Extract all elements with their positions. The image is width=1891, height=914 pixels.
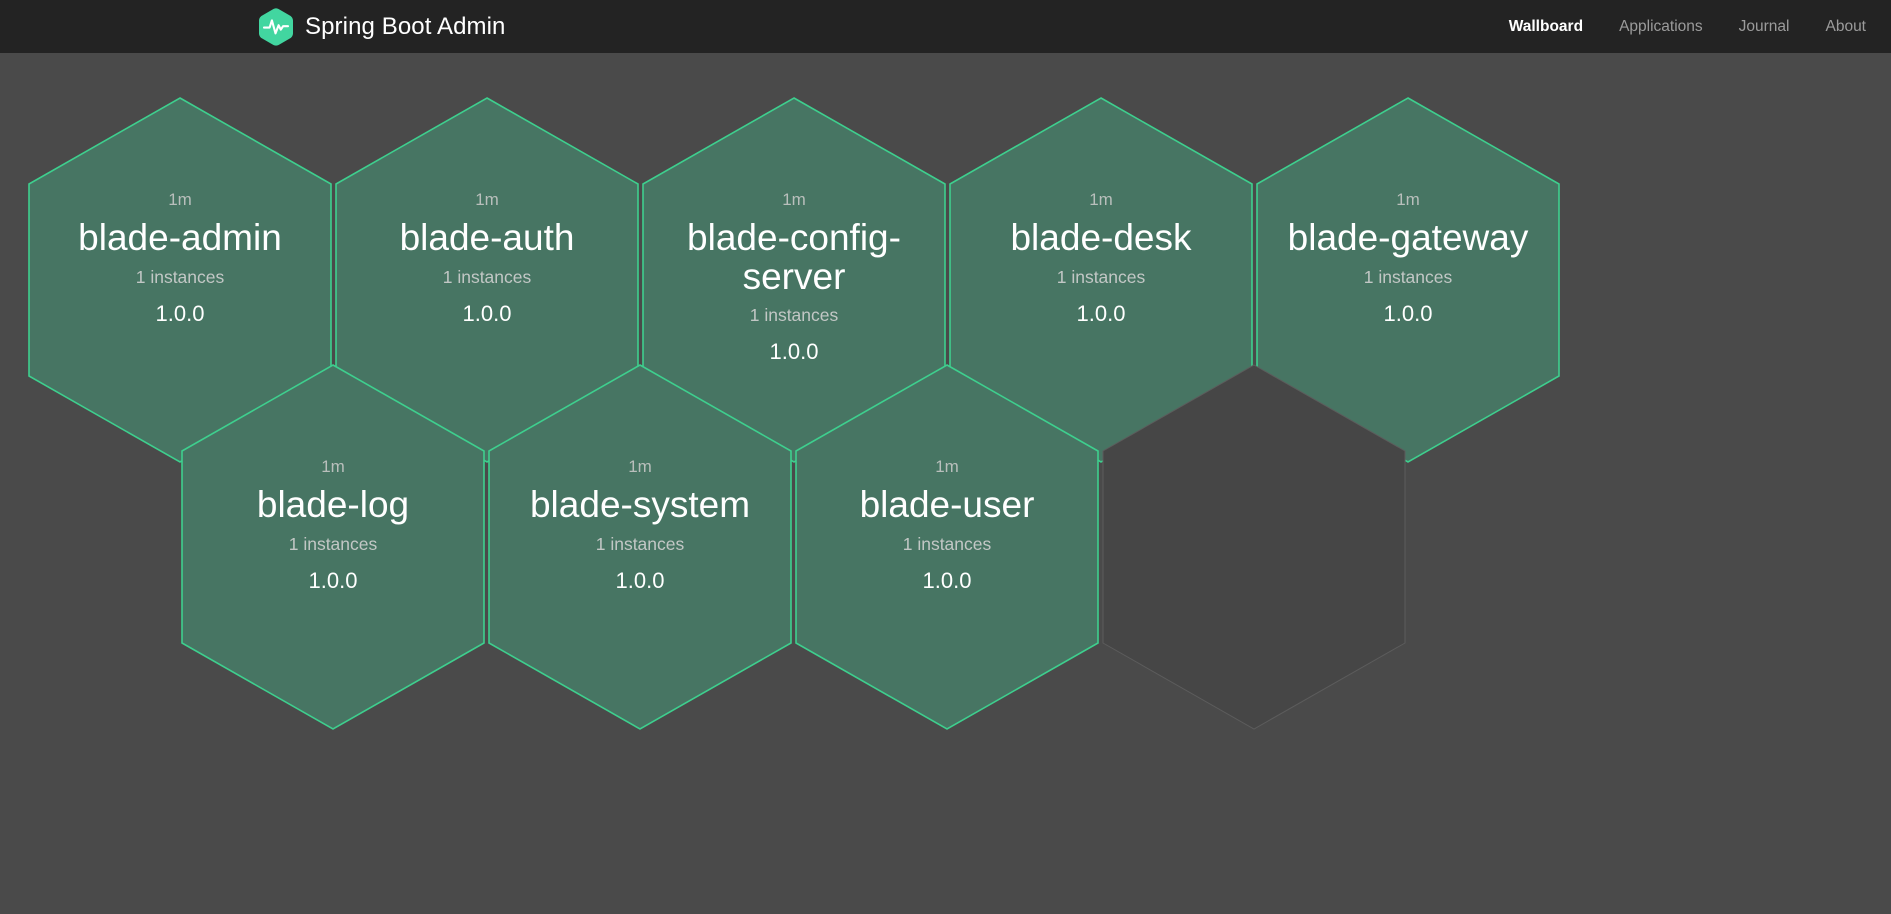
brand-link[interactable]: Spring Boot Admin — [258, 7, 506, 46]
nav-item-wallboard[interactable]: Wallboard — [1508, 17, 1584, 35]
wallboard-hexagon-placeholder — [1073, 338, 1435, 756]
heartbeat-hexagon-logo-icon — [258, 7, 294, 46]
hexagon-shape — [28, 97, 332, 463]
hexagon-shape — [1256, 97, 1560, 463]
hexagon-shape — [335, 97, 639, 463]
hexagon-shape — [795, 364, 1099, 730]
nav-item-applications[interactable]: Applications — [1619, 17, 1703, 35]
top-navbar: Spring Boot Admin Wallboard Applications… — [0, 0, 1891, 53]
brand-title: Spring Boot Admin — [305, 12, 506, 40]
hexagon-shape — [949, 97, 1253, 463]
hexagon-shape — [488, 364, 792, 730]
hexagon-outline-shape — [1102, 364, 1406, 730]
nav-item-journal[interactable]: Journal — [1738, 17, 1790, 35]
nav-item-about[interactable]: About — [1825, 17, 1866, 35]
main-nav: Wallboard Applications Journal About — [1509, 18, 1866, 36]
hexagon-shape — [642, 97, 946, 463]
hexagon-shape — [181, 364, 485, 730]
